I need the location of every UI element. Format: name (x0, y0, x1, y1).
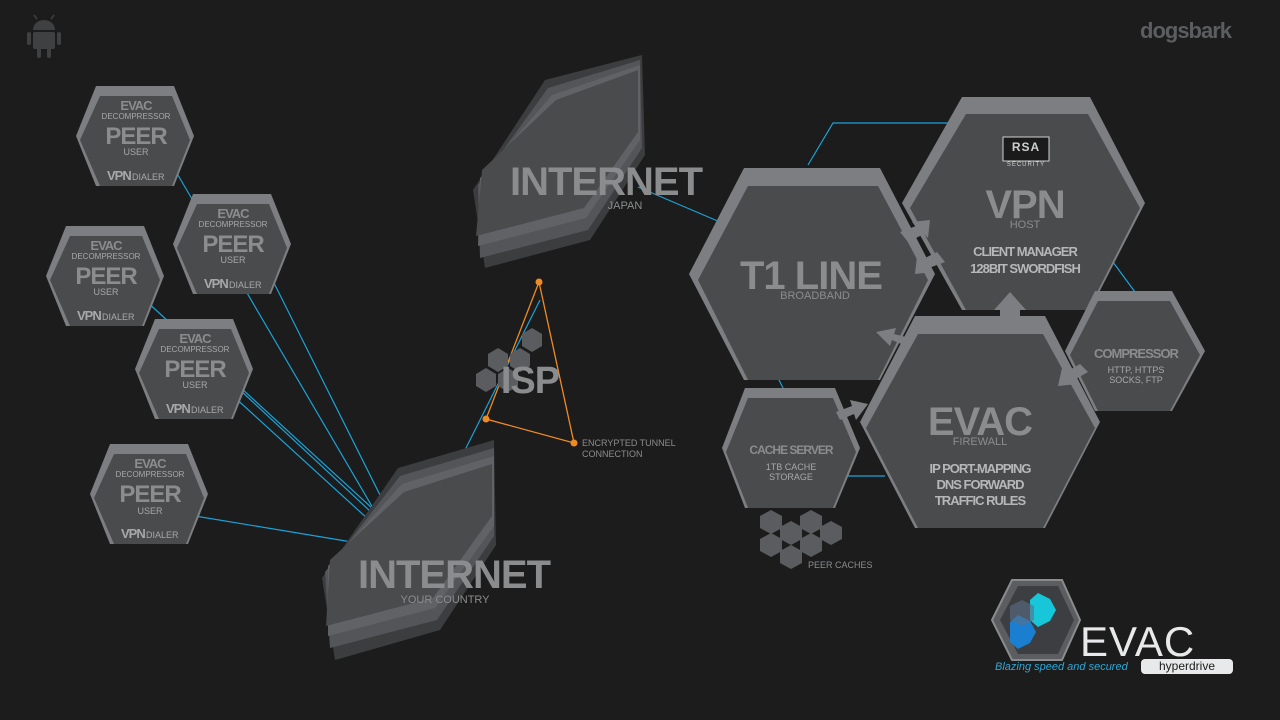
internet-japan-sub: JAPAN (607, 200, 643, 212)
firewall-line2: DNS FORWARD (936, 477, 1025, 492)
peer-title: PEER (75, 263, 137, 290)
peer-decompressor-label: DECOMPRESSOR (115, 470, 185, 479)
compressor-title: COMPRESSOR (1094, 346, 1179, 361)
internet-country-title: INTERNET (358, 553, 551, 597)
arrow-compressor-to-firewall (1058, 364, 1088, 386)
vpn-line2: 128BIT SWORDFISH (970, 261, 1081, 276)
firewall-line1: IP PORT-MAPPING (929, 461, 1031, 476)
peer-dialer-label: DIALER (132, 172, 165, 182)
android-icon (27, 14, 61, 58)
peer-caches-label: PEER CACHES (808, 560, 873, 570)
firewall-line3: TRAFFIC RULES (934, 493, 1026, 508)
peer-dialer-label: DIALER (102, 312, 135, 322)
peer-role: USER (93, 287, 119, 297)
product-badge: hyperdrive (1158, 659, 1216, 673)
peer-hex-shapes (46, 86, 291, 544)
vpn-hex (902, 97, 1145, 310)
arrow-vpn-to-t1 (915, 252, 945, 274)
peer-vpn-label: VPN (107, 168, 132, 183)
arrow-cache-to-firewall (836, 400, 868, 420)
t1-sub: BROADBAND (780, 290, 850, 302)
peer-evac-label: EVAC (120, 98, 152, 113)
peer-evac-label: EVAC (134, 456, 166, 471)
t1-title: T1 LINE (740, 254, 883, 298)
peer-role: USER (137, 506, 163, 516)
arrow-t1-to-vpn (900, 220, 930, 242)
cache-line2: STORAGE (769, 472, 813, 482)
peer-decompressor-label: DECOMPRESSOR (71, 252, 141, 261)
cache-title: CACHE SERVER (749, 443, 833, 457)
compressor-line1: HTTP, HTTPS (1107, 365, 1165, 375)
rsa-logo-text: RSA (1011, 140, 1041, 154)
rsa-logo-sub: SECURITY (1006, 162, 1046, 168)
peer-role: USER (182, 380, 208, 390)
rsa-security-logo (1002, 136, 1050, 162)
peer-vpn-label: VPN (77, 308, 102, 323)
isp-title: ISP (500, 360, 560, 402)
flow-arrows (836, 220, 1088, 420)
peer-evac-label: EVAC (90, 238, 122, 253)
peer-title: PEER (119, 481, 181, 508)
arrow-firewall-to-t1 (876, 328, 910, 346)
peer-dialer-label: DIALER (191, 405, 224, 415)
internet-country-sub: YOUR COUNTRY (400, 594, 490, 606)
t1-line-hex (689, 168, 935, 380)
arrow-firewall-to-vpn (994, 292, 1026, 326)
vpn-title: VPN (985, 183, 1065, 227)
cache-line1: 1TB CACHE (765, 462, 817, 472)
product-tagline: Blazing speed and secured (995, 661, 1128, 673)
tunnel-label-line2: CONNECTION (582, 449, 643, 459)
tunnel-label-line1: ENCRYPTED TUNNEL (582, 438, 676, 448)
peer-vpn-label: VPN (166, 401, 191, 416)
isp-hex-cluster (476, 328, 542, 392)
vpn-sub: HOST (1009, 219, 1041, 231)
peer-title: PEER (202, 231, 264, 258)
product-name: EVAC (1080, 618, 1196, 665)
peer-evac-label: EVAC (217, 206, 249, 221)
peer-vpn-label: VPN (121, 526, 146, 541)
cache-server-hex (722, 388, 860, 508)
peer-vpn-label: VPN (204, 276, 229, 291)
compressor-line2: SOCKS, FTP (1109, 375, 1163, 385)
peer-role: USER (123, 147, 149, 157)
vpn-line1: CLIENT MANAGER (973, 244, 1078, 259)
firewall-sub: FIREWALL (952, 436, 1008, 448)
peer-title: PEER (164, 356, 226, 383)
brand-logo-text: dogsbark (1140, 18, 1232, 43)
peer-role: USER (220, 255, 246, 265)
peer-title: PEER (105, 123, 167, 150)
internet-japan-title: INTERNET (510, 160, 703, 204)
peer-decompressor-label: DECOMPRESSOR (160, 345, 230, 354)
peer-evac-label: EVAC (179, 331, 211, 346)
compressor-hex (1065, 291, 1205, 411)
peer-caches-cluster (760, 510, 842, 569)
internet-japan-node (473, 55, 645, 268)
firewall-title: EVAC (927, 400, 1033, 444)
peer-decompressor-label: DECOMPRESSOR (198, 220, 268, 229)
peer-dialer-label: DIALER (146, 530, 179, 540)
peer-decompressor-label: DECOMPRESSOR (101, 112, 171, 121)
evac-logo-mark (990, 579, 1233, 674)
firewall-hex (860, 316, 1100, 528)
internet-country-node (322, 440, 496, 660)
encrypted-tunnel (482, 278, 578, 447)
peer-dialer-label: DIALER (229, 280, 262, 290)
